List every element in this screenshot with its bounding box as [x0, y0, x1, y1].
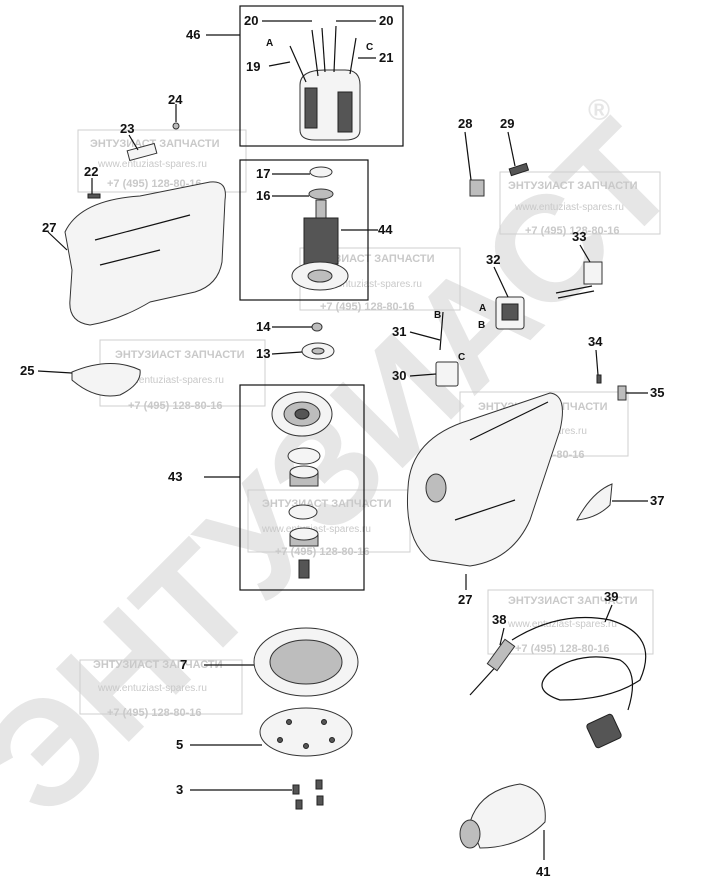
armature-part — [291, 166, 349, 291]
bearing-upper-part — [289, 465, 319, 487]
pad-base-part — [253, 627, 359, 697]
wm-company: ЭНТУЗИАСТ ЗАПЧАСТИ — [262, 498, 392, 510]
callout-39: 39 — [604, 589, 618, 604]
callout-34: 34 — [588, 334, 603, 349]
assembled-sander-part — [407, 392, 563, 567]
callout-27-right: 27 — [458, 592, 472, 607]
leader-lines — [37, 20, 648, 860]
switch-cap-part — [469, 179, 485, 197]
callout-43: 43 — [168, 469, 182, 484]
wm-site: www.entuziast-spares.ru — [514, 202, 624, 213]
terminal-b-switch: B — [478, 320, 485, 331]
callout-7: 7 — [180, 657, 187, 672]
capacitor-part — [435, 361, 459, 387]
brush-holder-part — [617, 385, 627, 401]
callout-25: 25 — [20, 363, 34, 378]
small-screw-part — [172, 122, 180, 130]
callout-labels: 46 20 20 19 21 24 23 22 17 16 44 27 14 1… — [20, 13, 664, 879]
switch-part — [495, 296, 525, 330]
spacer-part — [311, 322, 323, 332]
brush-screw-part — [596, 374, 602, 384]
callout-33: 33 — [572, 229, 586, 244]
terminal-a-coil: A — [266, 38, 273, 49]
callout-5: 5 — [176, 737, 183, 752]
wm-phone: +7 (495) 128-80-16 — [275, 546, 369, 558]
callout-44: 44 — [378, 222, 393, 237]
callout-16: 16 — [256, 188, 270, 203]
wm-site: www.entuziast-spares.ru — [261, 524, 371, 535]
callout-28: 28 — [458, 116, 472, 131]
callout-13: 13 — [256, 346, 270, 361]
bearing-washer-part — [287, 447, 321, 465]
callout-22: 22 — [84, 164, 98, 179]
callout-24: 24 — [168, 92, 183, 107]
wm-phone: +7 (495) 128-80-16 — [107, 707, 201, 719]
dust-plate-part — [71, 362, 141, 397]
watermark-stamp-7: ЭНТУЗИАСТ ЗАПЧАСТИ www.entuziast-spares.… — [487, 589, 654, 655]
callout-35: 35 — [650, 385, 664, 400]
callout-17: 17 — [256, 166, 270, 181]
callout-41: 41 — [536, 864, 550, 879]
callout-32: 32 — [486, 252, 500, 267]
callout-30: 30 — [392, 368, 406, 383]
power-cord-part — [469, 616, 647, 749]
frame-field-coil-group — [239, 5, 404, 147]
callout-38: 38 — [492, 612, 506, 627]
terminal-b-wire: B — [434, 310, 441, 321]
callout-27-left: 27 — [42, 220, 56, 235]
fan-part — [271, 391, 333, 437]
wm-company: ЭНТУЗИАСТ ЗАПЧАСТИ — [115, 349, 245, 361]
terminal-a-switch: A — [479, 303, 486, 314]
bearing-part — [288, 504, 318, 520]
callout-3: 3 — [176, 782, 183, 797]
wm-phone: +7 (495) 128-80-16 — [107, 178, 201, 190]
callout-19: 19 — [246, 59, 260, 74]
registered-mark: ® — [588, 94, 610, 127]
wm-phone: +7 (495) 128-80-16 — [320, 301, 414, 313]
callout-31: 31 — [392, 324, 406, 339]
callout-37: 37 — [650, 493, 664, 508]
callout-29: 29 — [500, 116, 514, 131]
switch-lever-part — [508, 162, 530, 177]
wm-company: ЭНТУЗИАСТ ЗАПЧАСТИ — [508, 180, 638, 192]
washer-part — [301, 342, 335, 360]
label-part — [126, 142, 158, 162]
callout-23: 23 — [120, 121, 134, 136]
terminal-c-coil: C — [366, 42, 373, 53]
wm-site: www.entuziast-spares.ru — [507, 619, 617, 630]
screw-part — [87, 193, 101, 199]
watermark-stamp-4: ЭНТУЗИАСТ ЗАПЧАСТИ www.entuziast-spares.… — [99, 339, 266, 412]
callout-46: 46 — [186, 27, 200, 42]
wire-part — [439, 311, 444, 351]
callout-14: 14 — [256, 319, 271, 334]
watermark-stamp-1: ЭНТУЗИАСТ ЗАПЧАСТИ www.entuziast-spares.… — [77, 129, 247, 193]
wm-site: www.entuziast-spares.ru — [114, 375, 224, 386]
wm-site: www.entuziast-spares.ru — [97, 683, 207, 694]
cable-clamp-part — [555, 261, 603, 299]
eccentric-screw-part — [298, 559, 310, 579]
terminal-c-capacitor: C — [458, 352, 465, 363]
wm-phone: +7 (495) 128-80-16 — [525, 225, 619, 237]
wm-site: www.entuziast-spares.ru — [97, 159, 207, 170]
wm-phone: +7 (495) 128-80-16 — [128, 400, 222, 412]
wm-phone: +7 (495) 128-80-16 — [515, 643, 609, 655]
wm-site: www.entuziast-spares.ru — [312, 279, 422, 290]
callout-21: 21 — [379, 50, 393, 65]
watermark-stamp-8: ЭНТУЗИАСТ ЗАПЧАСТИ www.entuziast-spares.… — [79, 659, 243, 719]
bearing-housing-part — [289, 527, 319, 547]
wm-company: ЭНТУЗИАСТ ЗАПЧАСТИ — [508, 595, 638, 607]
pad-screws-part — [292, 779, 324, 810]
frame-fan-bearing-group — [239, 384, 365, 591]
callout-20-left: 20 — [244, 13, 258, 28]
wm-company: ЭНТУЗИАСТ ЗАПЧАСТИ — [93, 659, 223, 671]
terminal-labels: A C A B B C — [266, 38, 486, 363]
field-coil-part — [289, 25, 361, 141]
housing-half-part — [64, 181, 226, 326]
dust-bag-part — [459, 783, 546, 849]
callout-20-right: 20 — [379, 13, 393, 28]
sanding-pad-part — [259, 707, 353, 757]
side-plate-part — [576, 483, 613, 521]
watermark-stamp-2: ЭНТУЗИАСТ ЗАПЧАСТИ www.entuziast-spares.… — [499, 171, 661, 237]
